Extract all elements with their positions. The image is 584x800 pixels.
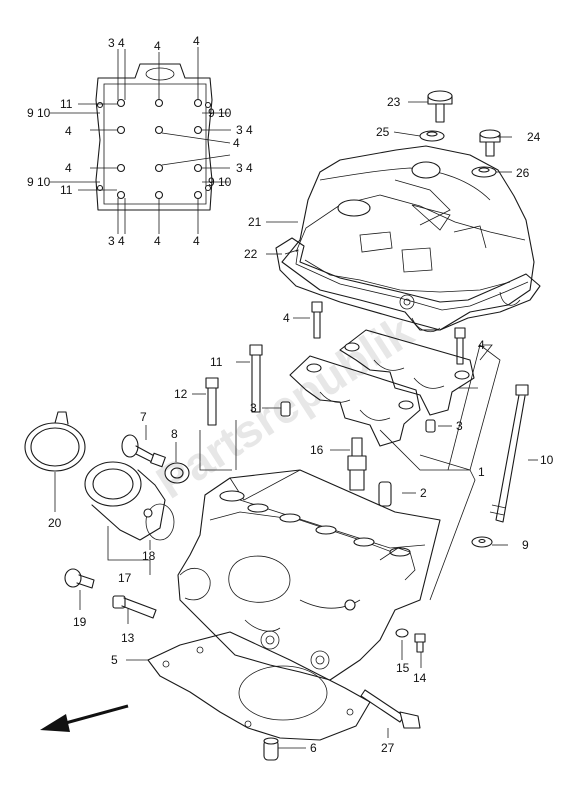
callout-12: 12	[174, 387, 188, 401]
chart-label: 11	[60, 97, 73, 111]
holder-bolt-4-right	[454, 327, 466, 365]
callout-5: 5	[111, 653, 118, 667]
callout-26: 26	[516, 166, 530, 180]
callout-21: 21	[248, 215, 262, 229]
chart-label: 9 10	[208, 175, 232, 189]
washer-9	[471, 536, 493, 548]
callout-23: 23	[387, 95, 401, 109]
cover-washer-25	[419, 130, 445, 142]
callout-2: 2	[420, 486, 427, 500]
chart-label: 3 4	[236, 161, 253, 175]
cover-washer-26	[471, 166, 497, 178]
dowel-pin-3-left	[280, 401, 291, 417]
bolt-12	[205, 377, 219, 426]
chart-label: 4	[193, 34, 200, 48]
head-cover-gasket	[275, 237, 541, 331]
bolt-27	[360, 689, 421, 729]
chart-label: 9 10	[27, 106, 51, 120]
chart-label: 3 4	[108, 234, 125, 248]
callout-19: 19	[73, 615, 87, 629]
leader-lines	[54, 101, 538, 749]
callout-17: 17	[118, 571, 132, 585]
o-ring-8	[164, 462, 190, 484]
bolt-7	[121, 434, 166, 468]
cover-bolt-23	[427, 90, 453, 123]
bolt-11	[249, 344, 263, 413]
cylinder-head-cover	[281, 145, 535, 333]
callout-14: 14	[413, 671, 427, 685]
camshaft-holder-upper	[339, 329, 475, 416]
washer-15	[395, 628, 409, 638]
callout-3a: 3	[250, 401, 257, 415]
chart-bolt-holes	[96, 98, 212, 200]
chart-label: 4	[193, 234, 200, 248]
callout-numbers: 1 2 3 3 4 4 5 6 7 8 9 10 11 12 13 14 15 …	[48, 95, 554, 755]
chart-label: 11	[60, 183, 73, 197]
stud-bolt-10	[489, 384, 529, 523]
direction-arrow-icon	[40, 704, 129, 732]
chart-label: 3 4	[108, 36, 125, 50]
intake-clamp-20	[24, 411, 86, 472]
intake-pipe-18	[84, 461, 175, 541]
callout-20: 20	[48, 516, 62, 530]
chart-label: 3 4	[236, 123, 253, 137]
chart-label: 4	[154, 39, 161, 53]
callout-15: 15	[396, 661, 410, 675]
spark-plug-16	[347, 437, 367, 491]
callout-1: 1	[478, 465, 485, 479]
callout-18: 18	[142, 549, 156, 563]
holder-bolt-4-left	[311, 301, 323, 339]
screw-19	[64, 568, 95, 589]
bolt-tightening-chart: 3 4 4 4 11 9 10 9 10 4 3 4 4 4 3 4 9 10 …	[27, 34, 253, 248]
callout-3b: 3	[456, 419, 463, 433]
callout-4a: 4	[283, 311, 290, 325]
callout-13: 13	[121, 631, 135, 645]
chart-label: 9 10	[27, 175, 51, 189]
chart-label: 4	[65, 124, 72, 138]
callout-25: 25	[376, 125, 390, 139]
callout-10: 10	[540, 453, 554, 467]
callout-8: 8	[171, 427, 178, 441]
callout-9: 9	[522, 538, 529, 552]
chart-label: 4	[233, 136, 240, 150]
chart-label: 4	[154, 234, 161, 248]
dowel-pin-3-right	[425, 419, 436, 433]
callout-27: 27	[381, 741, 395, 755]
bolt-14	[414, 633, 426, 653]
callout-16: 16	[310, 443, 324, 457]
camshaft-holder-lower	[289, 355, 421, 447]
callout-6: 6	[310, 741, 317, 755]
callout-11: 11	[210, 355, 223, 369]
dowel-pin-6	[263, 737, 279, 761]
callout-22: 22	[244, 247, 258, 261]
cylinder-head-gasket	[147, 631, 371, 741]
chart-label: 4	[65, 161, 72, 175]
bolt-13	[112, 595, 157, 619]
cylinder-head	[177, 469, 441, 681]
chart-label: 9 10	[208, 106, 232, 120]
callout-24: 24	[527, 130, 541, 144]
callout-7: 7	[140, 410, 147, 424]
callout-4b: 4	[478, 338, 485, 352]
sleeve-2	[378, 481, 392, 507]
cover-bolt-24	[479, 129, 501, 157]
